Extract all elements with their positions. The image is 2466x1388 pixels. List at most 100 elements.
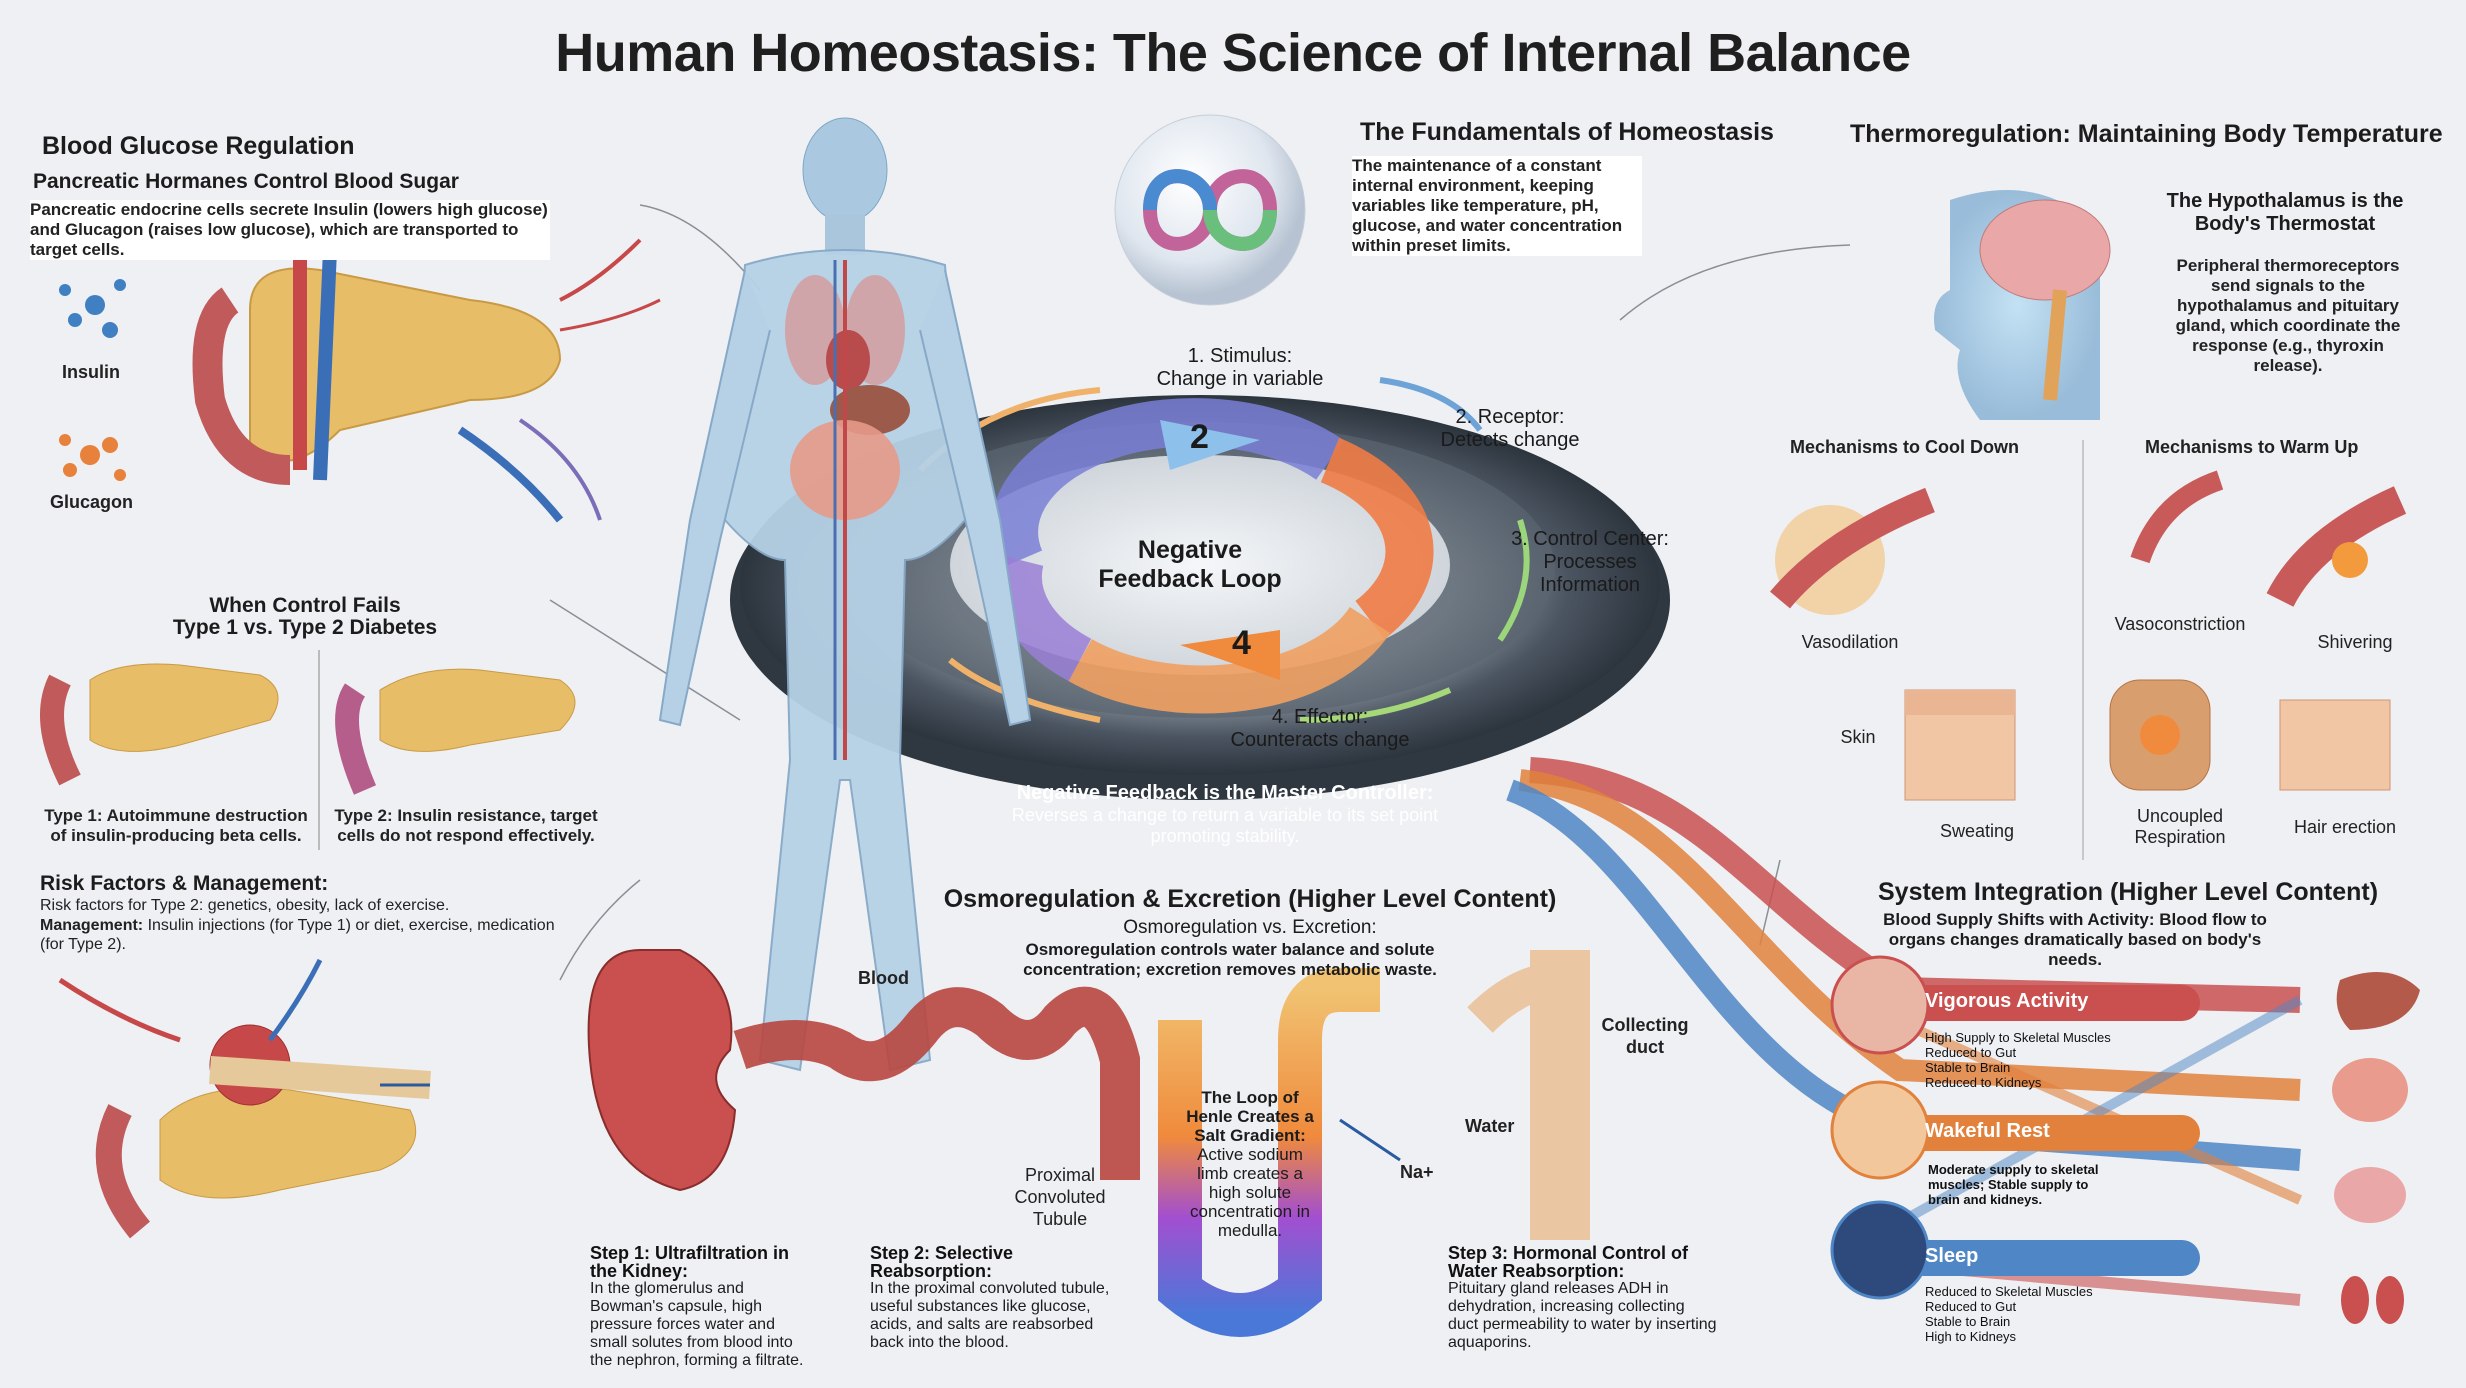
osmo-heading: Osmoregulation & Excretion (Higher Level… [943, 885, 1557, 913]
sweating-label: Sweating [1939, 821, 2015, 841]
loop-step-2-title: 2. Receptor: [1455, 406, 1565, 428]
osmo-text: Osmoregulation controls water balance an… [1023, 940, 1437, 979]
arrow-2-shape [1160, 420, 1260, 470]
loop-step-2: 2. Receptor: Detects change [1405, 406, 1615, 452]
glucose-bottom-illustration [58, 958, 431, 1239]
loop-step-1-title: 1. Stimulus: [1187, 345, 1293, 367]
loop-of-henle: The Loop of Henle Creates a Salt Gradien… [1185, 1088, 1315, 1240]
page-title: Human Homeostasis: The Science of Intern… [555, 23, 1911, 83]
master-title: Negative Feedback is the Master Controll… [1016, 782, 1434, 804]
diabetes-pancreas-images [40, 663, 576, 795]
blood-label: Blood [858, 968, 909, 988]
loop-step-1-text: Change in variable [1156, 368, 1324, 390]
loop-center-line-1: Negative [1137, 536, 1243, 564]
loop-step-3-text: Processes Information [1539, 551, 1641, 596]
warm-heading: Mechanisms to Warm Up [2145, 437, 2359, 457]
step2: Step 2: Selective Reabsorption: In the p… [870, 1244, 1130, 1352]
risk-text: Risk factors for Type 2: genetics, obesi… [40, 897, 450, 914]
type2-text: Type 2: Insulin resistance, target cells… [334, 806, 598, 845]
hypothalamus-text: Peripheral thermoreceptors send signals … [2175, 256, 2401, 375]
loop-center-line-2: Feedback Loop [1098, 565, 1282, 593]
rest-text: Moderate supply to skeletal muscles; Sta… [1928, 1162, 2099, 1207]
loop-center-label: Negative Feedback Loop [1090, 536, 1290, 594]
collecting-duct-label: Collecting duct [1601, 1015, 1689, 1057]
vigorous-item: Stable to Brain [1925, 1060, 2011, 1075]
insulin-label: Insulin [62, 362, 120, 382]
infinity-sphere [1114, 114, 1306, 306]
pct-label: Proximal Convoluted Tubule [1014, 1165, 1106, 1229]
arrow-4-shape [1180, 630, 1280, 680]
step3: Step 3: Hormonal Control of Water Reabso… [1448, 1244, 1718, 1352]
master-text: Reverses a change to return a variable t… [1011, 805, 1439, 846]
diabetes-divider [318, 650, 320, 850]
thermo-heading: Thermoregulation: Maintaining Body Tempe… [1850, 120, 2443, 148]
sleep-item: Reduced to Gut [1925, 1299, 2017, 1314]
integration-heading: System Integration (Higher Level Content… [1878, 878, 2379, 906]
na-label: Na+ [1400, 1162, 1434, 1182]
pancreas-illustration [59, 238, 661, 523]
step2-text: In the proximal convoluted tubule, usefu… [870, 1280, 1110, 1351]
loop-step-4: 4. Effector: Counteracts change [1220, 706, 1420, 752]
step2-title: Step 2: Selective Reabsorption: [870, 1243, 1014, 1281]
skin-label: Skin [1840, 727, 1876, 747]
fundamentals-text: The maintenance of a constant internal e… [1352, 156, 1642, 256]
kidney-nephron-illustration [587, 949, 1590, 1337]
step3-text: Pituitary gland releases ADH in dehydrat… [1448, 1280, 1717, 1351]
sleep-list: Reduced to Skeletal Muscles Reduced to G… [1925, 1284, 2145, 1344]
sleep-item: Stable to Brain [1925, 1314, 2011, 1329]
risk-heading: Risk Factors & Management: [40, 872, 329, 895]
cool-heading: Mechanisms to Cool Down [1790, 437, 2020, 457]
vigorous-list: High Supply to Skeletal Muscles Reduced … [1925, 1030, 2145, 1090]
fundamentals-heading: The Fundamentals of Homeostasis [1360, 118, 1774, 146]
rest-banner: Wakeful Rest [1925, 1120, 2050, 1142]
head-brain-illustration [1934, 190, 2111, 420]
loop-number-4: 4 [1232, 624, 1251, 662]
henle-title: The Loop of Henle Creates a Salt Gradien… [1186, 1088, 1314, 1145]
step1-text: In the glomerulus and Bowman's capsule, … [590, 1280, 804, 1369]
fail-heading-1: When Control Fails [209, 594, 401, 617]
vigorous-item: High Supply to Skeletal Muscles [1925, 1030, 2111, 1045]
sleep-banner: Sleep [1925, 1245, 1979, 1267]
vigorous-item: Reduced to Gut [1925, 1045, 2017, 1060]
management-text: Insulin injections (for Type 1) or diet,… [40, 917, 555, 953]
glucose-subheading: Pancreatic Hormanes Control Blood Sugar [33, 170, 459, 193]
glucagon-label: Glucagon [50, 492, 134, 512]
step3-title: Step 3: Hormonal Control of Water Reabso… [1448, 1243, 1688, 1281]
integration-sub: Blood Supply Shifts with Activity: Blood… [1880, 910, 2270, 970]
integration-sub-text: Blood flow to organs changes dramaticall… [1888, 910, 2267, 969]
master-controller: Negative Feedback is the Master Controll… [990, 782, 1460, 847]
hair-erection-label: Hair erection [2293, 817, 2397, 837]
fail-heading-2: Type 1 vs. Type 2 Diabetes [172, 616, 438, 639]
vasodilation-label: Vasodilation [1801, 632, 1899, 652]
sleep-item: Reduced to Skeletal Muscles [1925, 1284, 2093, 1299]
loop-step-4-text: Counteracts change [1230, 729, 1410, 751]
step1: Step 1: Ultrafiltration in the Kidney: I… [590, 1244, 810, 1370]
osmo-sub: Osmoregulation vs. Excretion: [1123, 917, 1377, 938]
loop-step-3-title: 3. Control Center: [1511, 528, 1669, 550]
step1-title: Step 1: Ultrafiltration in the Kidney: [590, 1243, 790, 1281]
hypothalamus-title: The Hypothalamus is the Body's Thermosta… [2166, 190, 2404, 235]
vigorous-banner: Vigorous Activity [1925, 990, 2089, 1012]
management-block: Management: Insulin injections (for Type… [40, 916, 560, 954]
integration-banners [1830, 955, 2200, 1300]
loop-step-3: 3. Control Center: Processes Information [1495, 528, 1685, 597]
glucose-heading: Blood Glucose Regulation [42, 132, 355, 160]
organ-icons [2332, 972, 2420, 1324]
vasoconstriction-label: Vasoconstriction [2114, 614, 2246, 634]
shivering-label: Shivering [2317, 632, 2393, 652]
type1-text: Type 1: Autoimmune destruction of insuli… [44, 806, 308, 845]
loop-step-1: 1. Stimulus: Change in variable [1125, 345, 1355, 391]
henle-text: Active sodium limb creates a high solute… [1189, 1145, 1311, 1240]
water-label: Water [1465, 1116, 1515, 1136]
thermo-mechanism-images [1770, 470, 2407, 801]
human-body-figure [658, 117, 1032, 1072]
management-label: Management: [40, 917, 144, 934]
sleep-item: High to Kidneys [1925, 1329, 2017, 1344]
integration-sub-title: Blood Supply Shifts with Activity: [1883, 910, 2155, 929]
loop-number-2: 2 [1190, 418, 1209, 456]
vigorous-item: Reduced to Kidneys [1925, 1075, 2042, 1090]
uncoupled-label: Uncoupled Respiration [2134, 806, 2226, 847]
thermo-divider [2082, 440, 2084, 860]
loop-step-4-title: 4. Effector: [1271, 706, 1369, 728]
